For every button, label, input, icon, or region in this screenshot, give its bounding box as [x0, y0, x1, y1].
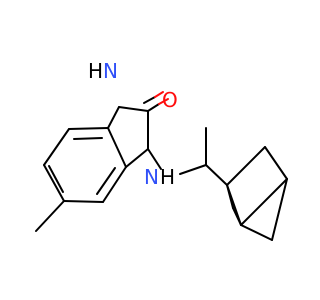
amine-hydrogen-label: H	[160, 165, 175, 189]
carbonyl-bond-red-2	[154, 91, 164, 98]
carbonyl-oxygen-label: O	[162, 88, 178, 112]
bicyclic-bond-2	[264, 146, 288, 180]
bicyclic-norbornyl-group	[226, 146, 288, 241]
bicyclic-bond-7	[232, 207, 242, 226]
molecule-structure-diagram: H N O N H	[35, 59, 288, 241]
bond-chain-bicyclic	[205, 164, 228, 186]
aromatic-inner-bond-1	[73, 137, 103, 140]
benzene-ring	[43, 127, 127, 203]
aromatic-inner-bond-3	[48, 165, 64, 193]
bicyclic-bond-3	[271, 178, 288, 241]
carbonyl-bond-red-1	[158, 98, 169, 105]
bicyclic-bond-4	[240, 224, 273, 241]
lactam-ring	[107, 106, 149, 168]
bond-c6-c5	[102, 166, 127, 203]
amine-nitrogen-label: N	[144, 165, 159, 189]
bond-c7a-c7	[68, 127, 109, 130]
carbonyl-group	[143, 91, 169, 112]
bond-n1-c2	[118, 106, 149, 112]
bicyclic-bond-6	[226, 184, 234, 209]
bond-c5-c4	[63, 200, 104, 203]
bicyclic-bond-1	[226, 146, 266, 186]
bond-nh-chain	[179, 164, 207, 175]
amine-side-chain	[147, 127, 228, 186]
carbonyl-bond-black-2	[143, 96, 156, 104]
bond-c3a-c7a	[43, 128, 70, 166]
ring-nh-nitrogen-label: N	[103, 59, 118, 83]
carbonyl-bond-black-1	[147, 103, 160, 112]
bicyclic-bond-8	[240, 178, 288, 226]
bond-c3-nh	[147, 148, 162, 170]
bond-c4-c3a	[43, 164, 65, 202]
atom-labels: H N O N H	[88, 59, 178, 189]
bond-c3-c3a	[125, 148, 149, 168]
methyl-bond	[35, 200, 65, 232]
bond-c7-c6	[107, 127, 127, 168]
ring-nh-hydrogen-label: H	[88, 59, 103, 83]
aromatic-inner-bond-2	[96, 167, 116, 195]
bond-c7a-n1	[107, 106, 120, 129]
